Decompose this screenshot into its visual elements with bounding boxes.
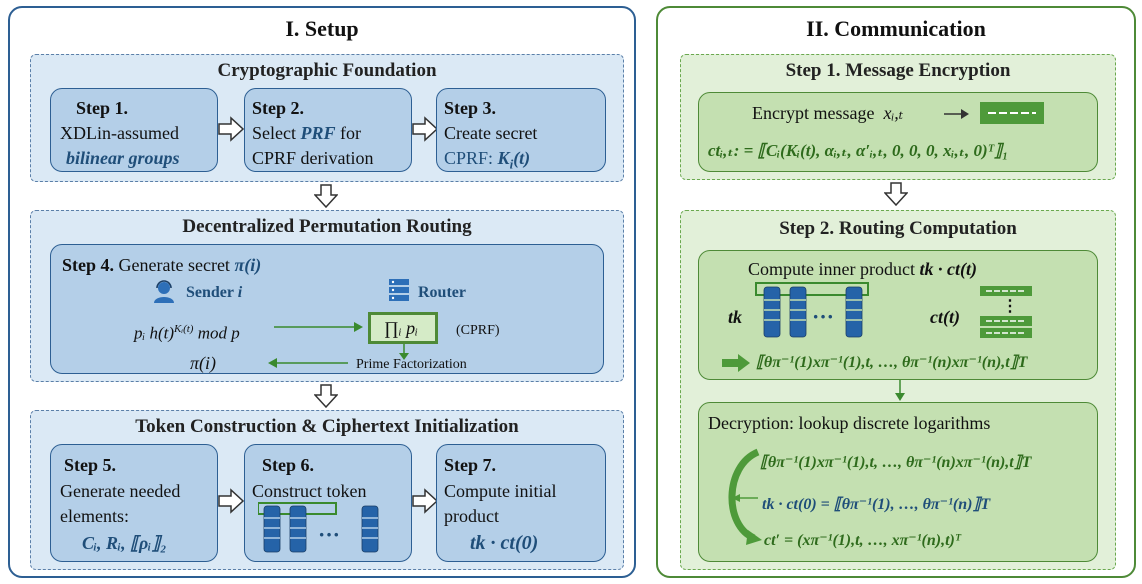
pi-i: π(i) [190,353,217,373]
decryption-line3: ct′ = (xπ⁻¹(1),t, …, xπ⁻¹(n),t)ᵀ [764,532,961,549]
step2-line2: CPRF derivation [252,148,374,168]
cprf-note: (CPRF) [456,323,500,338]
ciphertext-icon [980,102,1044,124]
token-vectors-icon [258,502,379,553]
arrow-sender-router [274,322,363,332]
routing-comp-title: Step 2. Routing Computation [779,218,1017,239]
decryption-title: Decryption: lookup discrete logarithms [708,413,991,433]
arrow-step5-step6 [218,488,244,514]
arrow-step6-step7 [412,488,438,514]
arrow-inner-to-decrypt [895,380,905,401]
decryption-line2: tk · ct(0) = ⟦θπ⁻¹(1), …, θπ⁻¹(n)⟧T [762,496,991,513]
product-formula: ∏ᵢ pᵢ [384,318,419,338]
step4-box [50,244,604,374]
sender-label: Sender i [186,284,243,301]
step6-line1: Construct token [252,481,367,501]
step4-heading: Step 4. Generate secret π(i) [62,255,262,275]
product-box [368,312,438,344]
sender-formula: pᵢ h(t)Kᵢ(t) mod p [134,323,240,343]
tk-label: tk [728,307,743,327]
arrow-routing-token [314,384,338,408]
encryption-title: Step 1. Message Encryption [785,60,1011,81]
step5-box [50,444,218,562]
arrow-product-down [399,344,409,360]
arrow-step1-step2 [218,116,244,142]
token-title: Token Construction & Ciphertext Initiali… [135,416,519,437]
step7-line2: product [444,506,499,526]
arrow-foundation-routing [314,184,338,208]
decryption-box [698,402,1098,562]
encrypt-arrow [944,109,969,119]
tk-vectors-icon [755,282,869,338]
inner-product-heading: Compute inner product tk · ct(t) [748,259,977,279]
step2-label: Step 2. [252,98,305,118]
step7-label: Step 7. [444,455,497,475]
step1-label: Step 1. [76,98,129,118]
decryption-line1: ⟦θπ⁻¹(1)xπ⁻¹(1),t, …, θπ⁻¹(n)xπ⁻¹(n),t⟧T [760,454,1032,471]
sender-icon [154,280,174,303]
result-arrow [722,354,750,372]
router-label: Router [418,284,466,301]
step5-line2: elements: [60,506,129,526]
step1-line1: XDLin-assumed [60,123,179,143]
tk-dots: ··· [812,304,835,329]
ct-label: ct(t) [930,307,960,327]
step3-box [436,88,606,172]
step5-line3: Cᵢ, Rᵢ, ⟦ρᵢ⟧₂ [82,533,167,553]
step1-box [50,88,218,172]
step7-line1: Compute initial [444,481,557,501]
step5-label: Step 5. [64,455,117,475]
step3-label: Step 3. [444,98,497,118]
decryption-curve-arrow [728,448,762,545]
router-icon [389,279,409,301]
step2-box [244,88,412,172]
arrow-step2-step3 [412,116,438,142]
step2-line1: Select PRF for [252,123,361,143]
prime-factorization: Prime Factorization [356,357,467,372]
routing-title: Decentralized Permutation Routing [182,216,472,237]
step7-line3: tk · ct(0) [470,532,539,554]
step3-line2: CPRF: Ki(t) [444,148,531,172]
step6-dots: ··· [318,522,341,547]
step7-box [436,444,606,562]
inner-product-result: ⟦θπ⁻¹(1)xπ⁻¹(1),t, …, θπ⁻¹(n)xπ⁻¹(n),t⟧T [756,354,1028,371]
arrow-router-sender [268,358,348,368]
step6-label: Step 6. [262,455,315,475]
step5-line1: Generate needed [60,481,181,501]
encryption-formula: ctᵢ,ₜ: = ⟦Cᵢ(Kᵢ(t), αᵢ,ₜ, α′ᵢ,ₜ, 0, 0, 0… [708,141,1009,160]
foundation-title: Cryptographic Foundation [217,60,437,81]
encrypt-message-text: Encrypt message xᵢ,ₜ [752,103,904,123]
arrow-encryption-routing [884,182,908,206]
setup-title: I. Setup [285,16,359,41]
step3-line1: Create secret [444,123,538,143]
step1-line2: bilinear groups [66,148,180,168]
ct-vdots: ⋮ [1002,298,1018,315]
ct-vectors-icon [980,286,1032,338]
comm-title: II. Communication [806,16,986,41]
